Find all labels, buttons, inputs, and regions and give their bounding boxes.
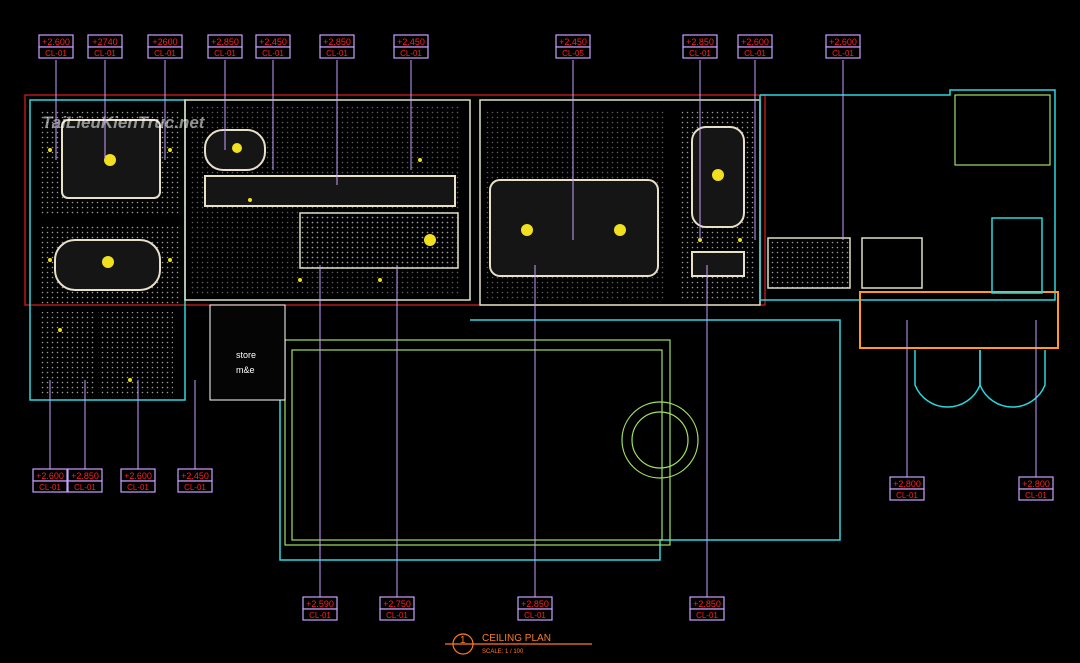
room-label-me: m&e <box>236 365 255 375</box>
drawing-number-bubble <box>452 633 474 655</box>
ceiling-level: +2.450 <box>259 37 287 47</box>
ceiling-code: CL-01 <box>127 483 149 492</box>
ceiling-level: +2740 <box>92 37 117 47</box>
ceiling-level: +2.800 <box>893 479 921 489</box>
room-label-store: store <box>236 350 256 360</box>
top-level-tags: +2.600CL-01+2740CL-01+2600CL-01+2.850CL-… <box>38 34 861 240</box>
ceiling-level: +2.850 <box>521 599 549 609</box>
ceiling-code: CL-01 <box>309 611 331 620</box>
ceiling-code: CL-01 <box>400 49 422 58</box>
ceiling-code: CL-01 <box>214 49 236 58</box>
ceiling-level: +2.600 <box>124 471 152 481</box>
drawing-scale: SCALE: 1 / 100 <box>482 649 524 655</box>
ceiling-level: +2600 <box>152 37 177 47</box>
left-bottom-level-tags: +2.600CL-01+2.850CL-01+2.600CL-01+2.450C… <box>32 380 213 493</box>
ceiling-level: +2.850 <box>323 37 351 47</box>
ceiling-code: CL-01 <box>184 483 206 492</box>
ceiling-level: +2.600 <box>42 37 70 47</box>
drawing-number: 1 <box>460 635 466 646</box>
ceiling-level: +2.450 <box>397 37 425 47</box>
ceiling-code: CL-01 <box>262 49 284 58</box>
ceiling-level: +2.850 <box>211 37 239 47</box>
ceiling-rooms <box>40 94 1051 408</box>
drawing-title: CEILING PLAN <box>482 633 551 644</box>
ceiling-level: +2.450 <box>559 37 587 47</box>
ceiling-code: CL-01 <box>94 49 116 58</box>
ceiling-level: +2.800 <box>1022 479 1050 489</box>
ceiling-code: CL-01 <box>1025 491 1047 500</box>
ceiling-code: CL-01 <box>45 49 67 58</box>
ceiling-level: +2.600 <box>36 471 64 481</box>
building-outline <box>24 89 1059 561</box>
ceiling-level: +2.600 <box>741 37 769 47</box>
ceiling-level: +2.850 <box>71 471 99 481</box>
ceiling-level: +2.600 <box>829 37 857 47</box>
ceiling-code: CL-01 <box>696 611 718 620</box>
bottom-level-tags: +2.590CL-01+2.750CL-01+2.850CL-01+2.850C… <box>302 265 725 621</box>
ceiling-level: +2.590 <box>306 599 334 609</box>
ceiling-level: +2.850 <box>686 37 714 47</box>
ceiling-code: CL-01 <box>74 483 96 492</box>
ceiling-code: CL-01 <box>524 611 546 620</box>
drawing-title-block: 1 CEILING PLAN SCALE: 1 / 100 <box>445 633 592 655</box>
watermark: TaiLieuKienTruc.net <box>42 113 206 132</box>
ceiling-code: CL-01 <box>39 483 61 492</box>
ceiling-code: CL-05 <box>562 49 584 58</box>
ceiling-code: CL-01 <box>154 49 176 58</box>
ceiling-code: CL-01 <box>744 49 766 58</box>
ceiling-level: +2.850 <box>693 599 721 609</box>
ceiling-code: CL-01 <box>832 49 854 58</box>
ceiling-code: CL-01 <box>386 611 408 620</box>
light-fixtures <box>48 143 742 382</box>
ceiling-level: +2.450 <box>181 471 209 481</box>
ceiling-code: CL-01 <box>326 49 348 58</box>
ceiling-code: CL-01 <box>689 49 711 58</box>
ceiling-level: +2.750 <box>383 599 411 609</box>
ceiling-code: CL-01 <box>896 491 918 500</box>
